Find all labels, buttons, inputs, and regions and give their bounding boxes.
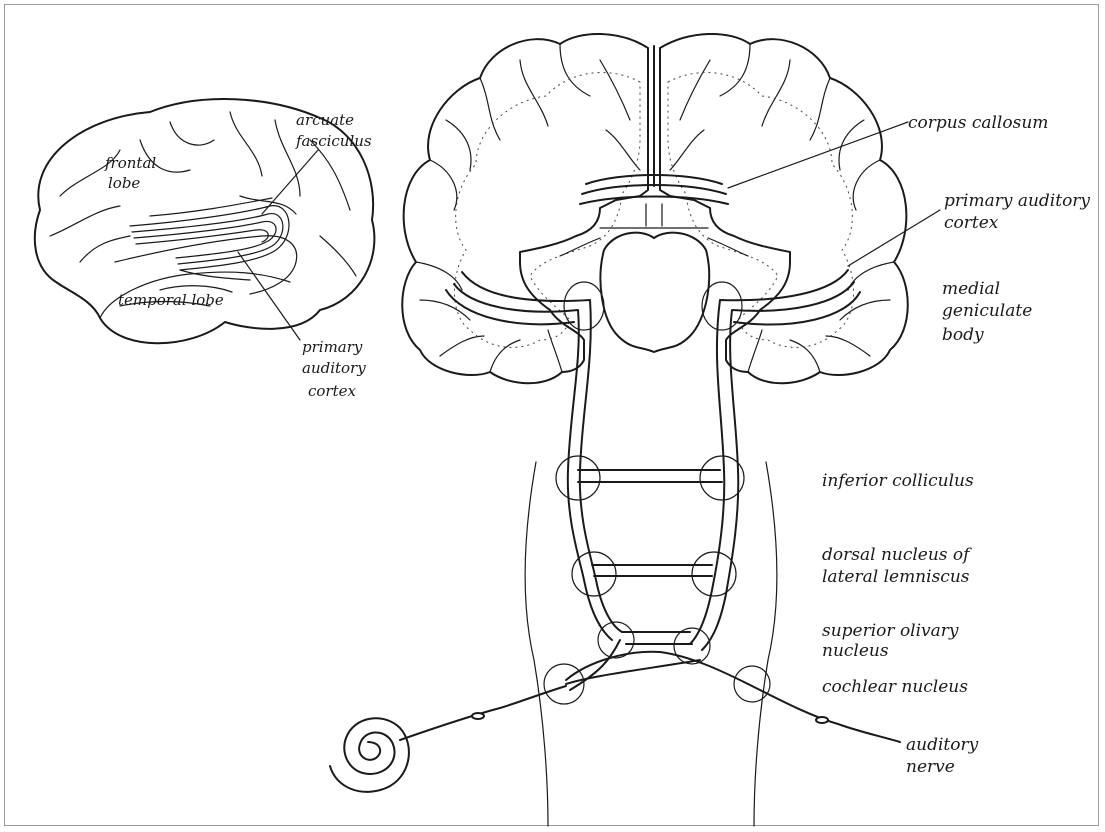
right-nerve-ganglion (816, 717, 828, 723)
coronal-section (402, 34, 908, 383)
left-hemisphere-outline (402, 34, 648, 383)
cochlear-crossing-b (570, 640, 620, 690)
label-corpus-callosum: corpus callosum (908, 113, 1048, 133)
label-auditory-nerve-2: nerve (906, 757, 955, 777)
label-dnll-1: dorsal nucleus of (822, 545, 972, 565)
cochlear-crossing-a (566, 652, 748, 684)
label-cochlear-nucleus: cochlear nucleus (822, 677, 968, 697)
septum (600, 204, 708, 228)
left-gyral-folds (416, 44, 640, 372)
label-mgb-3: body (942, 325, 984, 345)
left-inferior-colliculus (556, 456, 600, 500)
label-pac-left-1: primary (302, 338, 363, 356)
label-inferior-colliculus: inferior colliculus (822, 471, 974, 491)
brainstem-right-outline (754, 462, 777, 826)
cochlea-spiral (330, 718, 409, 792)
thalamus (600, 233, 709, 352)
left-ascending-tract-b (462, 272, 622, 632)
label-mgb-1: medial (942, 279, 1000, 299)
left-mgb-nucleus (564, 282, 604, 330)
label-temporal-lobe: temporal lobe (118, 291, 224, 309)
corpus-callosum-band-3 (580, 197, 728, 205)
label-frontal-lobe-2: lobe (108, 174, 140, 192)
right-gyral-folds (670, 44, 894, 372)
brainstem-left-outline (525, 462, 548, 826)
label-mgb-2: geniculate (942, 301, 1032, 321)
frontal-gyri (50, 122, 214, 262)
label-son-1: superior olivary (822, 621, 959, 641)
left-nerve-ganglion (472, 713, 484, 719)
label-pac-right-1: primary auditory (944, 191, 1090, 211)
label-dnll-2: lateral lemniscus (822, 567, 970, 587)
label-auditory-nerve-1: auditory (906, 735, 979, 755)
label-pac-left-2: auditory (302, 359, 366, 377)
left-ascending-tract-a (454, 284, 612, 640)
right-mgb-nucleus (702, 282, 742, 330)
pac-right-leader (848, 210, 940, 266)
right-hemisphere-outline (660, 34, 908, 383)
label-arcuate-2: fasciculus (295, 132, 372, 150)
label-pac-right-2: cortex (944, 213, 999, 233)
label-arcuate-1: arcuate (296, 111, 354, 129)
label-frontal-lobe-1: frontal (104, 154, 156, 172)
label-son-2: nucleus (822, 641, 889, 661)
label-pac-left-3: cortex (308, 382, 357, 400)
